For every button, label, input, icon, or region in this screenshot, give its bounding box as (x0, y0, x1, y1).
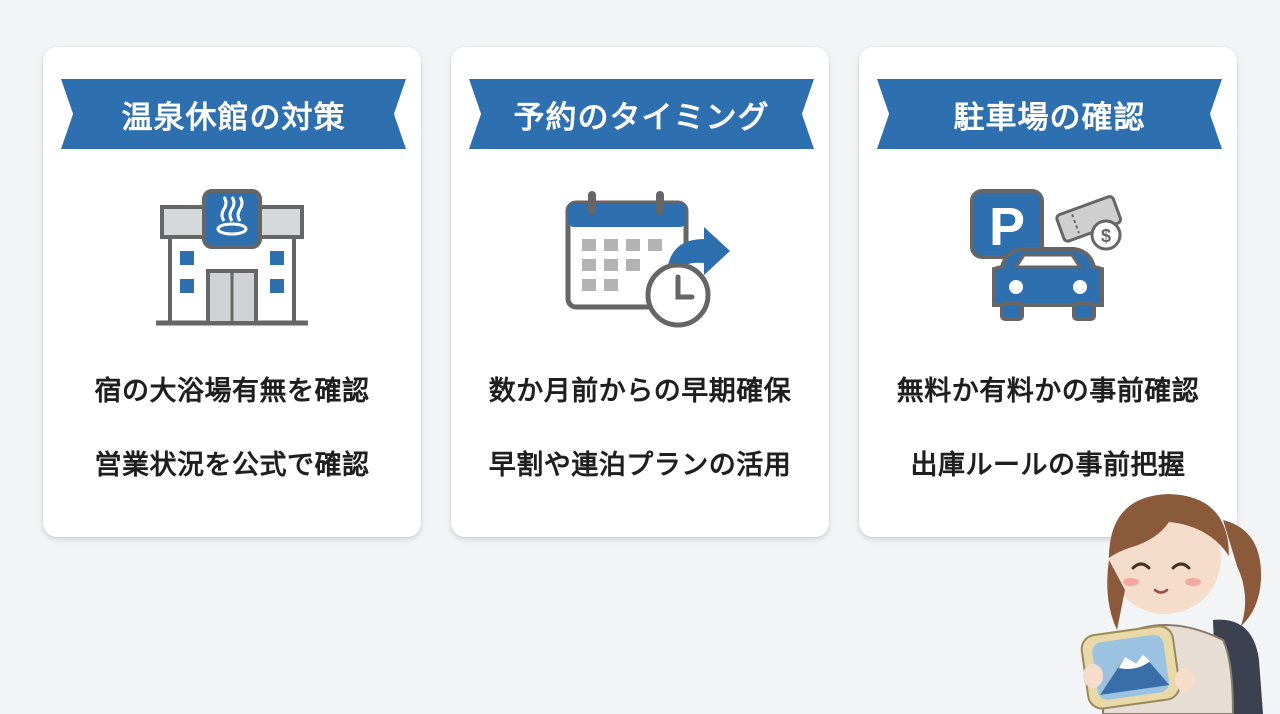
card-parking-check: 駐車場の確認 P $ 無料か有料かの事前確認 出庫ルールの事前把握 (859, 47, 1237, 537)
card-line: 早割や連泊プランの活用 (488, 450, 792, 481)
card-line: 宿の大浴場有無を確認 (94, 376, 370, 407)
card-line: 数か月前からの早期確保 (488, 376, 792, 407)
card-title: 駐車場の確認 (953, 99, 1146, 136)
calendar-clock-icon (565, 191, 730, 328)
card-title-ribbon: 駐車場の確認 (877, 79, 1222, 149)
card-booking-timing: 予約のタイミング 数か月前からの早期確保 早割や連泊プランの活用 (451, 47, 829, 537)
card-line: 無料か有料かの事前確認 (896, 376, 1200, 407)
svg-text:P: P (989, 197, 1025, 257)
girl-mascot-illustration (1080, 494, 1263, 714)
card-title: 予約のタイミング (513, 99, 770, 136)
parking-car-icon: P $ (970, 189, 1123, 321)
svg-text:$: $ (1101, 226, 1111, 246)
card-line: 営業状況を公式で確認 (94, 450, 370, 481)
card-title: 温泉休館の対策 (121, 99, 346, 136)
onsen-building-icon (156, 189, 308, 326)
card-onsen-closure: 温泉休館の対策 宿の大浴場有無を確認 営業状況を公式で確認 (43, 47, 421, 537)
card-title-ribbon: 予約のタイミング (469, 79, 814, 149)
card-line: 出庫ルールの事前把握 (910, 450, 1186, 481)
card-title-ribbon: 温泉休館の対策 (61, 79, 406, 149)
